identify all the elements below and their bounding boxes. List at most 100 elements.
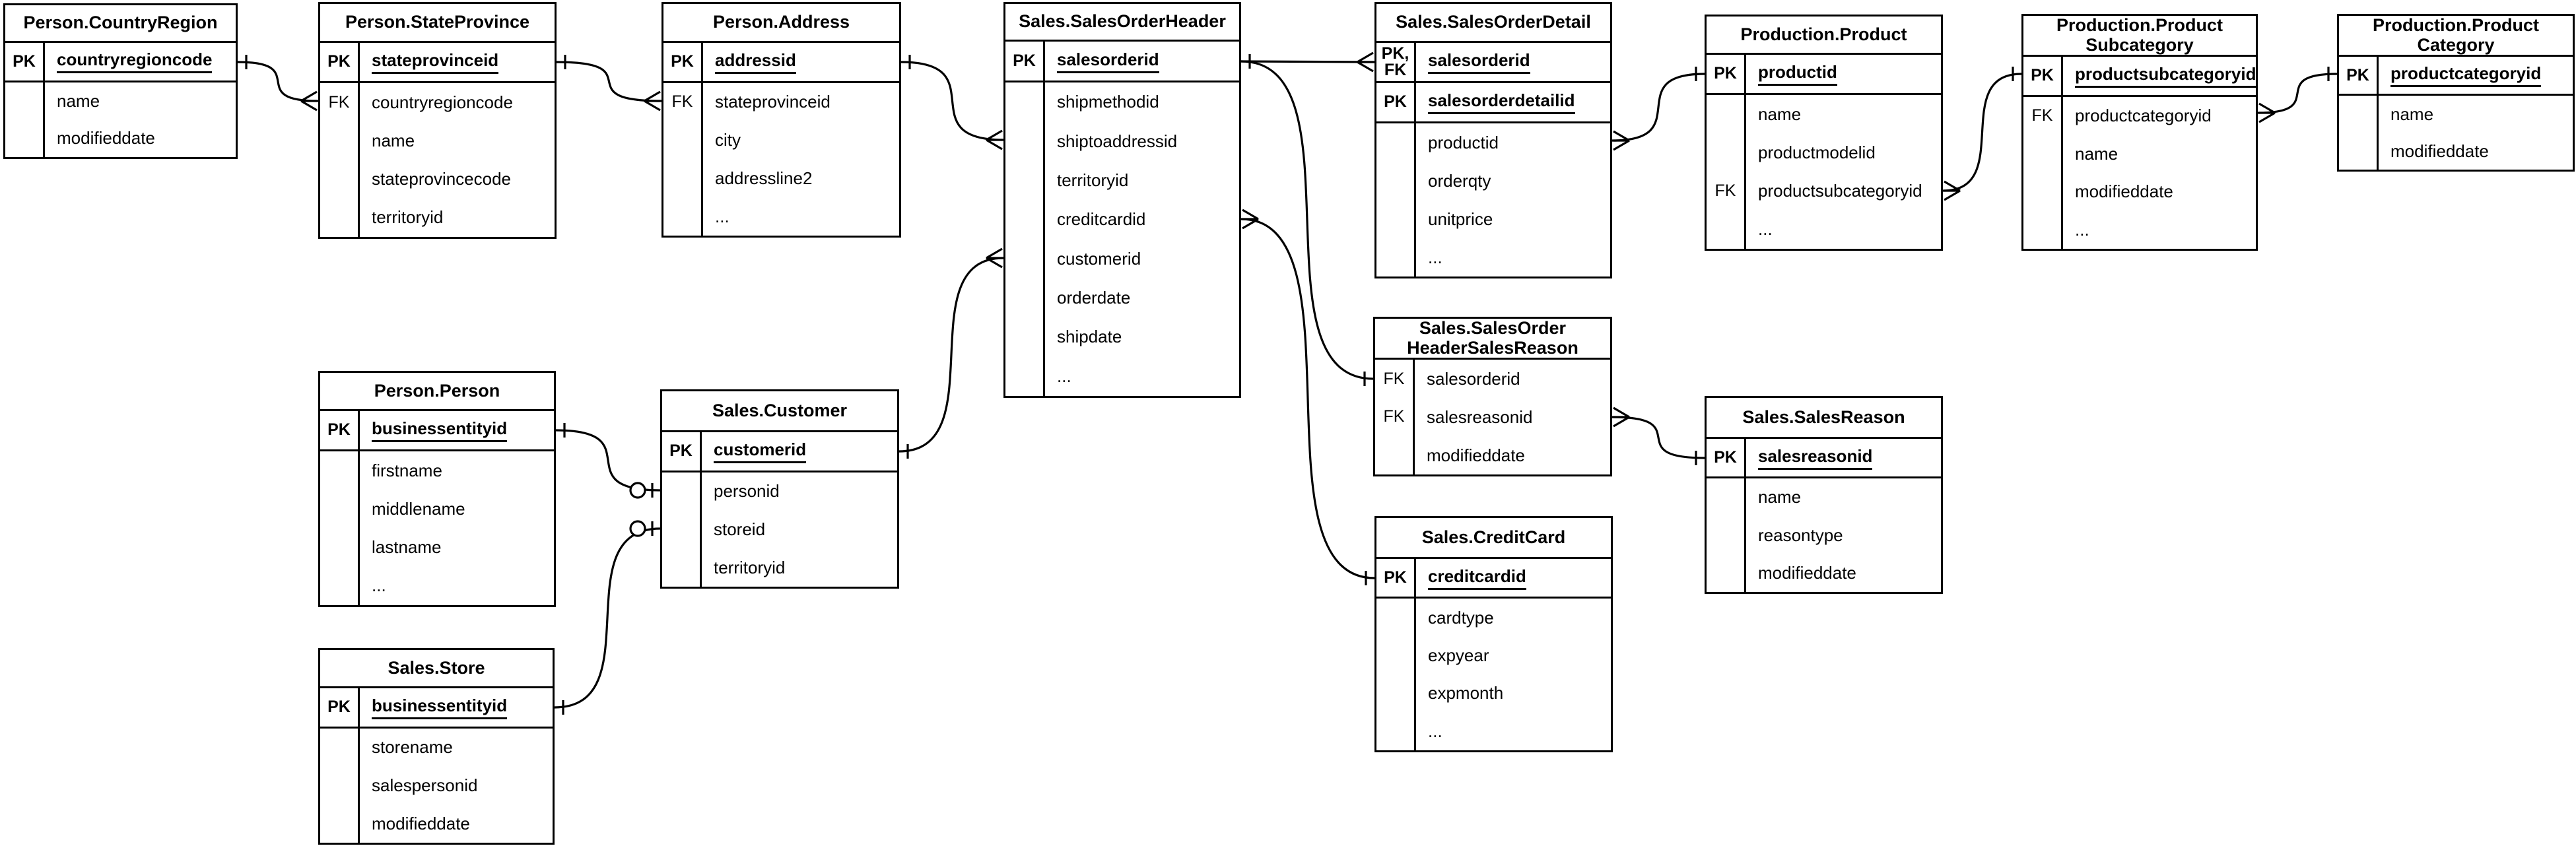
key-badge: [1375, 436, 1415, 474]
relationship-stateprovince-address[interactable]: [556, 55, 662, 112]
table-title: Sales.CreditCard: [1376, 518, 1611, 559]
column-name: productid: [1428, 132, 1499, 152]
key-badge: [2023, 211, 2063, 249]
column-cell: modifieddate: [360, 804, 470, 843]
column-name: modifieddate: [372, 813, 470, 833]
relationship-salesorderdetail-product[interactable]: [1611, 67, 1705, 151]
key-badge: [663, 121, 703, 160]
column-name: lastname: [372, 537, 442, 558]
column-cell: name: [45, 82, 100, 120]
column-cell: middlename: [360, 490, 465, 528]
key-badge: [1707, 478, 1746, 517]
table-row: modifieddate: [1707, 554, 1941, 592]
cardinality-many-crowfoot: [300, 90, 318, 112]
table-row: ...: [1376, 712, 1611, 751]
relationship-productsubcategory-productcategory[interactable]: [2257, 67, 2338, 123]
key-badge: [1376, 636, 1416, 675]
column-name: ...: [1428, 721, 1442, 741]
cardinality-many-crowfoot: [986, 129, 1003, 150]
column-name: orderqty: [1428, 170, 1491, 191]
column-cell: shipmethodid: [1045, 82, 1159, 121]
table-row: ...: [1707, 210, 1941, 249]
column-name: customerid: [714, 439, 807, 463]
table-row: shipdate: [1005, 317, 1239, 357]
column-name: stateprovinceid: [372, 50, 499, 75]
relationship-person-customer[interactable]: [555, 423, 661, 499]
relationship-line: [898, 257, 1004, 453]
key-badge: [1376, 712, 1416, 751]
key-badge: [1707, 210, 1746, 249]
column-name: modifieddate: [1758, 562, 1856, 583]
column-name: salespersonid: [372, 775, 478, 795]
column-name: salesreasonid: [1427, 407, 1533, 427]
table-row: storename: [320, 728, 553, 767]
table-row: ...: [1005, 356, 1239, 396]
table-row: territoryid: [320, 198, 555, 238]
relationship-salesorderheader-salesorderdetail[interactable]: [1240, 51, 1375, 73]
key-badge: [662, 472, 702, 511]
table-row: productid: [1376, 123, 1610, 162]
key-badge: [320, 490, 360, 529]
column-name: unitprice: [1428, 209, 1493, 229]
cardinality-many-crowfoot: [1613, 130, 1630, 151]
relationship-customer-salesorderheader[interactable]: [898, 247, 1004, 459]
column-cell: name: [2063, 135, 2118, 173]
table-title: Person.StateProvince: [320, 4, 555, 43]
relationship-sohsalesreason-salesreason[interactable]: [1611, 407, 1705, 465]
column-name: ...: [372, 575, 386, 596]
key-badge: FK: [1707, 172, 1746, 211]
column-cell: addressid: [703, 43, 796, 81]
key-badge: PK: [663, 43, 703, 81]
column-cell: salespersonid: [360, 767, 477, 805]
table-row: cardtype: [1376, 599, 1611, 637]
key-badge: [320, 160, 360, 199]
column-name: storeid: [714, 519, 766, 539]
table-title: Sales.SalesOrderHeader: [1005, 4, 1239, 42]
table-row: ...: [320, 566, 554, 606]
relationship-salesorderheader-creditcard[interactable]: [1240, 209, 1375, 585]
relationship-store-customer[interactable]: [554, 520, 661, 715]
relationship-address-salesorderheader[interactable]: [900, 55, 1004, 150]
relationship-product-productsubcategory[interactable]: [1942, 67, 2022, 201]
column-name: modifieddate: [57, 128, 155, 148]
relationship-countryregion-stateprovince[interactable]: [237, 55, 319, 112]
relationship-salesorderheader-sohsalesreason[interactable]: [1240, 60, 1374, 386]
key-badge: [662, 510, 702, 549]
key-badge: [2339, 133, 2379, 170]
column-cell: territoryid: [1045, 161, 1128, 200]
table-row: name: [2339, 96, 2573, 133]
column-cell: customerid: [702, 432, 807, 471]
key-badge: [2023, 172, 2063, 211]
key-badge: [1005, 356, 1045, 396]
key-badge: [1707, 554, 1746, 592]
column-name: shiptoaddressid: [1057, 131, 1178, 151]
